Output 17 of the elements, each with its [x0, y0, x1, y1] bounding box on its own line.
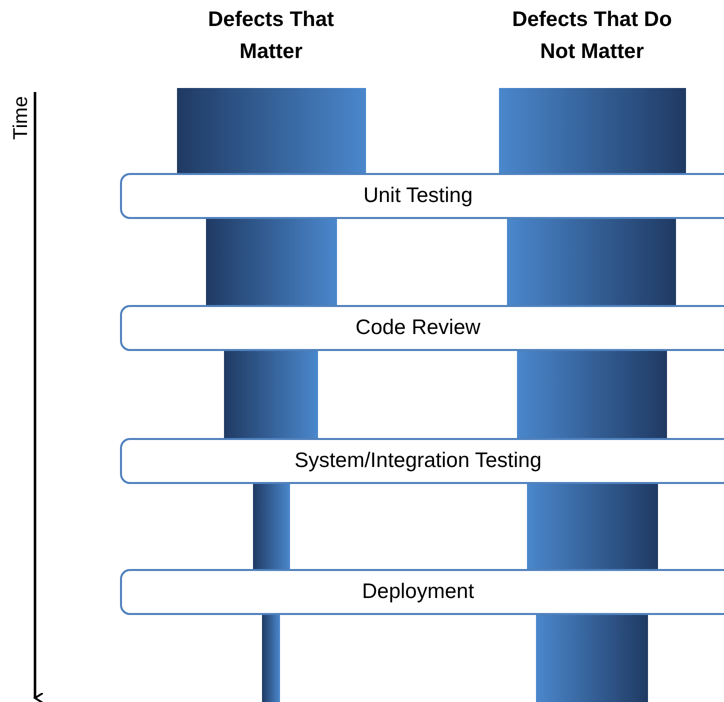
defect-bar: [206, 219, 337, 305]
defect-bar: [536, 615, 648, 702]
column-heading: Defects That Matter: [206, 7, 336, 65]
defect-bar: [499, 88, 686, 173]
stage-box: Unit Testing: [120, 173, 724, 219]
defect-bar: [253, 484, 290, 569]
defect-bar: [262, 615, 280, 702]
stage-box: Deployment: [120, 569, 724, 615]
defect-bar: [507, 219, 676, 305]
stage-box: Code Review: [120, 305, 724, 351]
column-heading: Defects That Do Not Matter: [511, 7, 673, 65]
defect-bar: [517, 351, 667, 438]
axis-label: Time: [9, 95, 33, 142]
defect-bar: [527, 484, 658, 569]
stage-box: System/Integration Testing: [120, 438, 724, 484]
defect-bar: [177, 88, 366, 173]
defect-bar: [224, 351, 318, 438]
